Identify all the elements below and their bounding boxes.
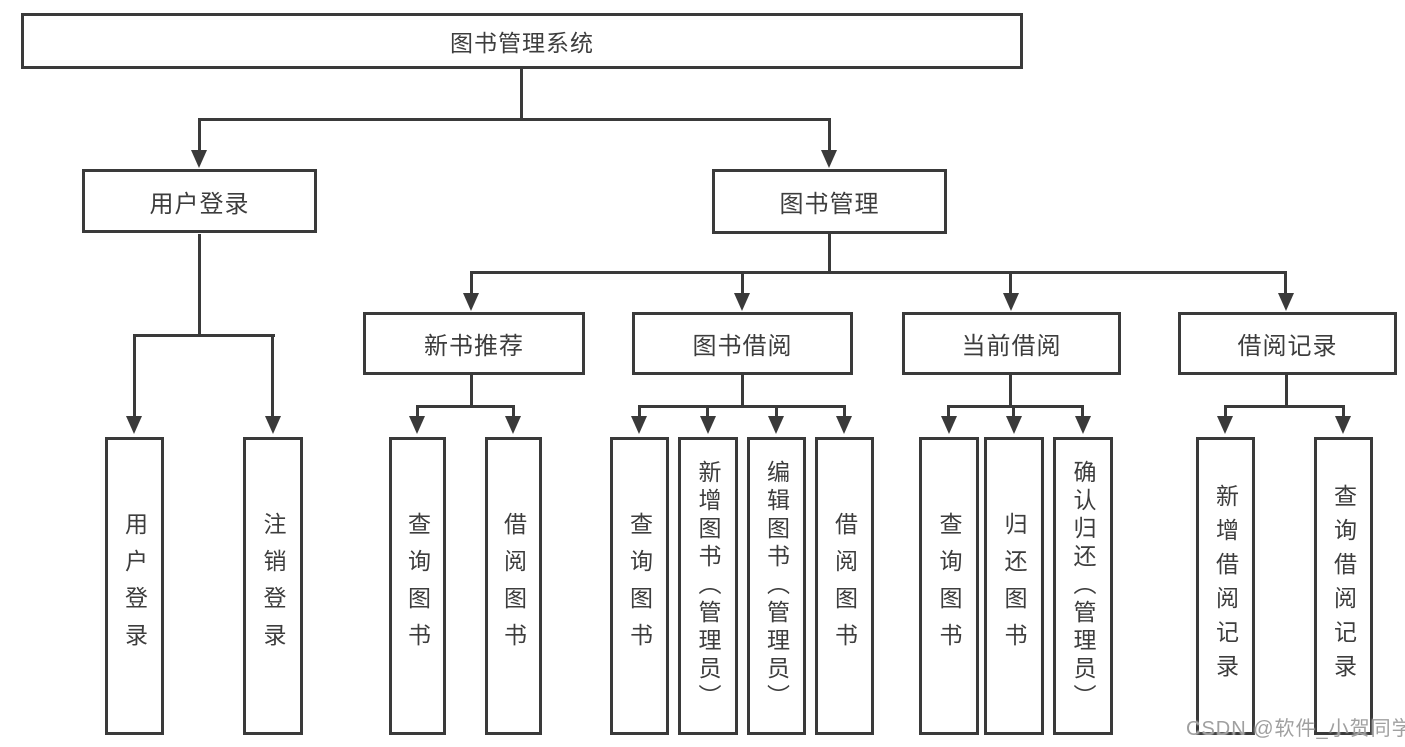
connector-line xyxy=(1081,405,1084,417)
connector-line xyxy=(470,375,473,407)
connector-line xyxy=(416,405,515,408)
connector-line xyxy=(1342,405,1345,417)
node-user-login-leaf: 用户登录 xyxy=(105,437,164,735)
connector-line xyxy=(1012,405,1015,417)
node-borrow-books-recommend: 借阅图书 xyxy=(485,437,542,735)
connector-line xyxy=(828,118,831,151)
arrow-down-icon xyxy=(409,416,425,434)
arrow-down-icon xyxy=(1075,416,1091,434)
node-borrowing-records: 借阅记录 xyxy=(1178,312,1397,375)
arrow-down-icon xyxy=(463,293,479,311)
connector-line xyxy=(741,375,744,407)
node-user-login: 用户登录 xyxy=(82,169,317,233)
connector-line xyxy=(638,405,641,417)
arrow-down-icon xyxy=(1217,416,1233,434)
arrow-down-icon xyxy=(191,150,207,168)
connector-line xyxy=(470,271,473,293)
connector-line xyxy=(1009,375,1012,407)
connector-line xyxy=(706,405,709,417)
arrow-down-icon xyxy=(631,416,647,434)
connector-line xyxy=(198,234,201,336)
node-library-management-system: 图书管理系统 xyxy=(21,13,1023,69)
arrow-down-icon xyxy=(836,416,852,434)
connector-line xyxy=(133,334,275,337)
arrow-down-icon xyxy=(1335,416,1351,434)
arrow-down-icon xyxy=(265,416,281,434)
arrow-down-icon xyxy=(768,416,784,434)
arrow-down-icon xyxy=(126,416,142,434)
arrow-down-icon xyxy=(505,416,521,434)
arrow-down-icon xyxy=(1006,416,1022,434)
connector-line xyxy=(1224,405,1345,408)
connector-line xyxy=(133,334,136,418)
connector-line xyxy=(638,405,845,408)
connector-line xyxy=(470,271,1287,274)
connector-line xyxy=(271,334,274,418)
arrow-down-icon xyxy=(700,416,716,434)
node-add-book-admin: 新增图书（管理员） xyxy=(678,437,738,735)
connector-line xyxy=(828,234,831,273)
node-query-books-current: 查询图书 xyxy=(919,437,979,735)
node-book-borrowing: 图书借阅 xyxy=(632,312,853,375)
connector-line xyxy=(947,405,950,417)
node-add-borrow-record: 新增借阅记录 xyxy=(1196,437,1255,735)
node-query-books-borrowing: 查询图书 xyxy=(610,437,669,735)
node-query-borrow-record: 查询借阅记录 xyxy=(1314,437,1373,735)
node-query-books-recommend: 查询图书 xyxy=(389,437,446,735)
connector-line xyxy=(741,271,744,293)
arrow-down-icon xyxy=(734,293,750,311)
node-edit-book-admin: 编辑图书（管理员） xyxy=(747,437,806,735)
connector-line xyxy=(1009,271,1012,293)
connector-line xyxy=(520,69,523,118)
node-logout: 注销登录 xyxy=(243,437,303,735)
node-book-management: 图书管理 xyxy=(712,169,947,234)
arrow-down-icon xyxy=(941,416,957,434)
arrow-down-icon xyxy=(1003,293,1019,311)
connector-line xyxy=(947,405,1083,408)
connector-line xyxy=(198,118,201,151)
node-current-borrowing: 当前借阅 xyxy=(902,312,1121,375)
connector-line xyxy=(843,405,846,417)
arrow-down-icon xyxy=(821,150,837,168)
connector-line xyxy=(416,405,419,417)
arrow-down-icon xyxy=(1278,293,1294,311)
node-confirm-return-admin: 确认归还（管理员） xyxy=(1053,437,1113,735)
connector-line xyxy=(198,118,831,121)
node-new-book-recommendation: 新书推荐 xyxy=(363,312,585,375)
connector-line xyxy=(1284,271,1287,293)
node-borrow-books: 借阅图书 xyxy=(815,437,874,735)
connector-line xyxy=(1224,405,1227,417)
node-return-book: 归还图书 xyxy=(984,437,1044,735)
connector-line xyxy=(1285,375,1288,407)
connector-line xyxy=(512,405,515,417)
connector-line xyxy=(775,405,778,417)
